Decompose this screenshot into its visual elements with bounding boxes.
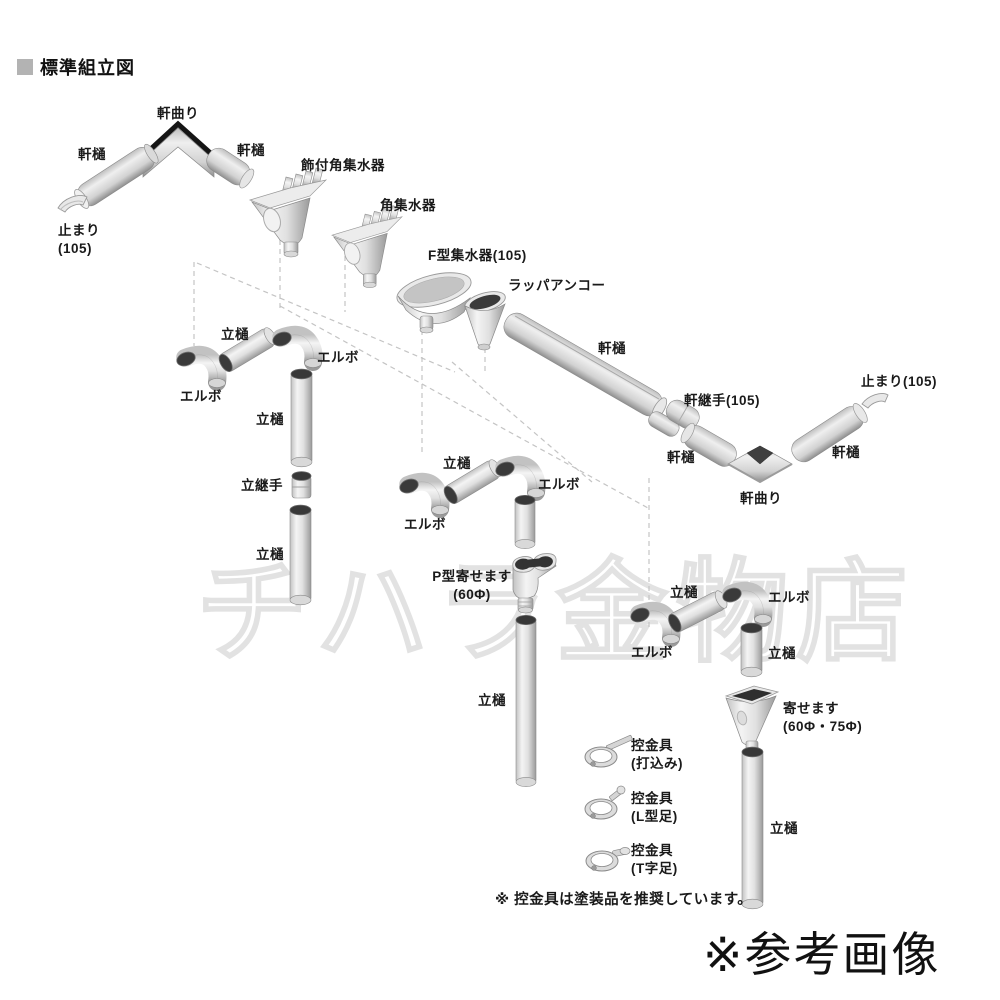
part-label-elbow-left-lower: エルボ xyxy=(180,389,222,404)
part-label-eave-gutter-mid: 軒樋 xyxy=(667,450,695,465)
part-elbow-mid-lower xyxy=(398,477,449,515)
part-pipe-joint xyxy=(291,471,312,499)
part-label-downpipe-left-mid: 立樋 xyxy=(256,412,284,427)
part-label-downpipe-right-mid: 立樋 xyxy=(768,646,796,661)
part-label-elbow-right-upper: エルボ xyxy=(768,590,810,605)
part-eave-bend-top xyxy=(139,120,218,178)
part-label-downpipe-right-bottom: 立樋 xyxy=(770,821,798,836)
section-title: 標準組立図 xyxy=(17,54,135,80)
part-downpipe-right-mid xyxy=(740,622,763,678)
part-label-eave-gutter-right-long: 軒樋 xyxy=(598,341,626,356)
part-eave-gutter-upper-right xyxy=(206,147,255,189)
part-label-decorated-corner-collector: 飾付角集水器 xyxy=(301,158,385,173)
part-downpipe-right-bottom xyxy=(741,746,764,910)
part-label-trumpet-anko: ラッパアンコー xyxy=(508,278,606,293)
part-downpipe-mid-short xyxy=(514,494,536,549)
part-label-bracket-t-leg: 控金具 (T字足) xyxy=(631,843,678,876)
part-label-end-cap-left: 止まり (105) xyxy=(58,223,100,256)
part-eave-gutter-lower-right xyxy=(791,403,868,463)
part-trumpet-anko xyxy=(464,291,506,351)
part-label-downpipe-right-top: 立樋 xyxy=(670,585,698,600)
part-label-eave-gutter-upper-left: 軒樋 xyxy=(78,147,106,162)
part-label-downpipe-left-bottom: 立樋 xyxy=(256,547,284,562)
part-decorated-corner-collector xyxy=(249,167,327,258)
part-label-eave-bend-top: 軒曲り xyxy=(157,106,199,121)
guide-lines xyxy=(193,240,650,628)
part-label-elbow-right-lower: エルボ xyxy=(631,645,673,660)
part-label-downpipe-mid-top: 立樋 xyxy=(443,456,471,471)
part-elbow-right-upper xyxy=(721,586,772,624)
part-eave-gutter-right-long xyxy=(503,312,668,420)
part-eave-bend-bottom xyxy=(727,445,793,484)
part-eave-joint xyxy=(665,399,700,430)
part-bracket-t-leg xyxy=(585,847,631,872)
part-label-offset-funnel: 寄せます (60Φ・75Φ) xyxy=(783,701,863,734)
part-elbow-left-upper xyxy=(271,330,322,368)
part-bracket-hammer-in xyxy=(584,734,633,768)
part-end-cap-left xyxy=(57,195,88,213)
part-elbow-left-lower xyxy=(175,350,226,388)
part-label-eave-joint: 軒継手(105) xyxy=(684,393,761,408)
part-label-eave-gutter-lower-right: 軒樋 xyxy=(832,445,860,460)
part-label-bracket-hammer-in: 控金具 (打込み) xyxy=(631,738,683,771)
part-elbow-mid-upper xyxy=(494,460,545,498)
part-f-type-collector xyxy=(396,272,472,334)
part-end-cap-right xyxy=(861,393,889,409)
part-bracket-l-leg xyxy=(584,785,626,820)
part-label-bracket-l-leg: 控金具 (L型足) xyxy=(631,791,678,824)
part-offset-funnel xyxy=(724,685,780,754)
part-label-eave-bend-bottom: 軒曲り xyxy=(740,491,782,506)
part-label-pipe-joint: 立継手 xyxy=(241,478,283,493)
part-label-corner-collector: 角集水器 xyxy=(380,198,436,213)
title-text: 標準組立図 xyxy=(40,58,135,78)
part-downpipe-mid-bottom xyxy=(515,615,537,787)
part-label-f-type-collector: F型集水器(105) xyxy=(428,248,527,263)
part-label-downpipe-left-top: 立樋 xyxy=(221,327,249,342)
part-corner-collector xyxy=(331,205,403,289)
part-p-type-offset xyxy=(512,553,557,614)
part-label-elbow-left-upper: エルボ xyxy=(317,350,359,365)
part-label-end-cap-right: 止まり(105) xyxy=(861,374,938,389)
part-downpipe-left-bottom xyxy=(289,504,312,606)
part-label-downpipe-mid-bottom: 立樋 xyxy=(478,693,506,708)
title-bullet-icon xyxy=(17,59,33,75)
part-label-elbow-mid-upper: エルボ xyxy=(538,477,580,492)
part-label-elbow-mid-lower: エルボ xyxy=(404,517,446,532)
part-eave-gutter-mid xyxy=(680,422,737,467)
part-downpipe-left-mid xyxy=(290,368,313,468)
bracket-paint-note: ※ 控金具は塗装品を推奨しています。 xyxy=(495,892,753,908)
part-label-eave-gutter-upper-right: 軒樋 xyxy=(237,143,265,158)
reference-image-caption: ※参考画像 xyxy=(703,928,941,981)
part-label-p-type-offset: P型寄せます (60Φ) xyxy=(432,569,512,602)
